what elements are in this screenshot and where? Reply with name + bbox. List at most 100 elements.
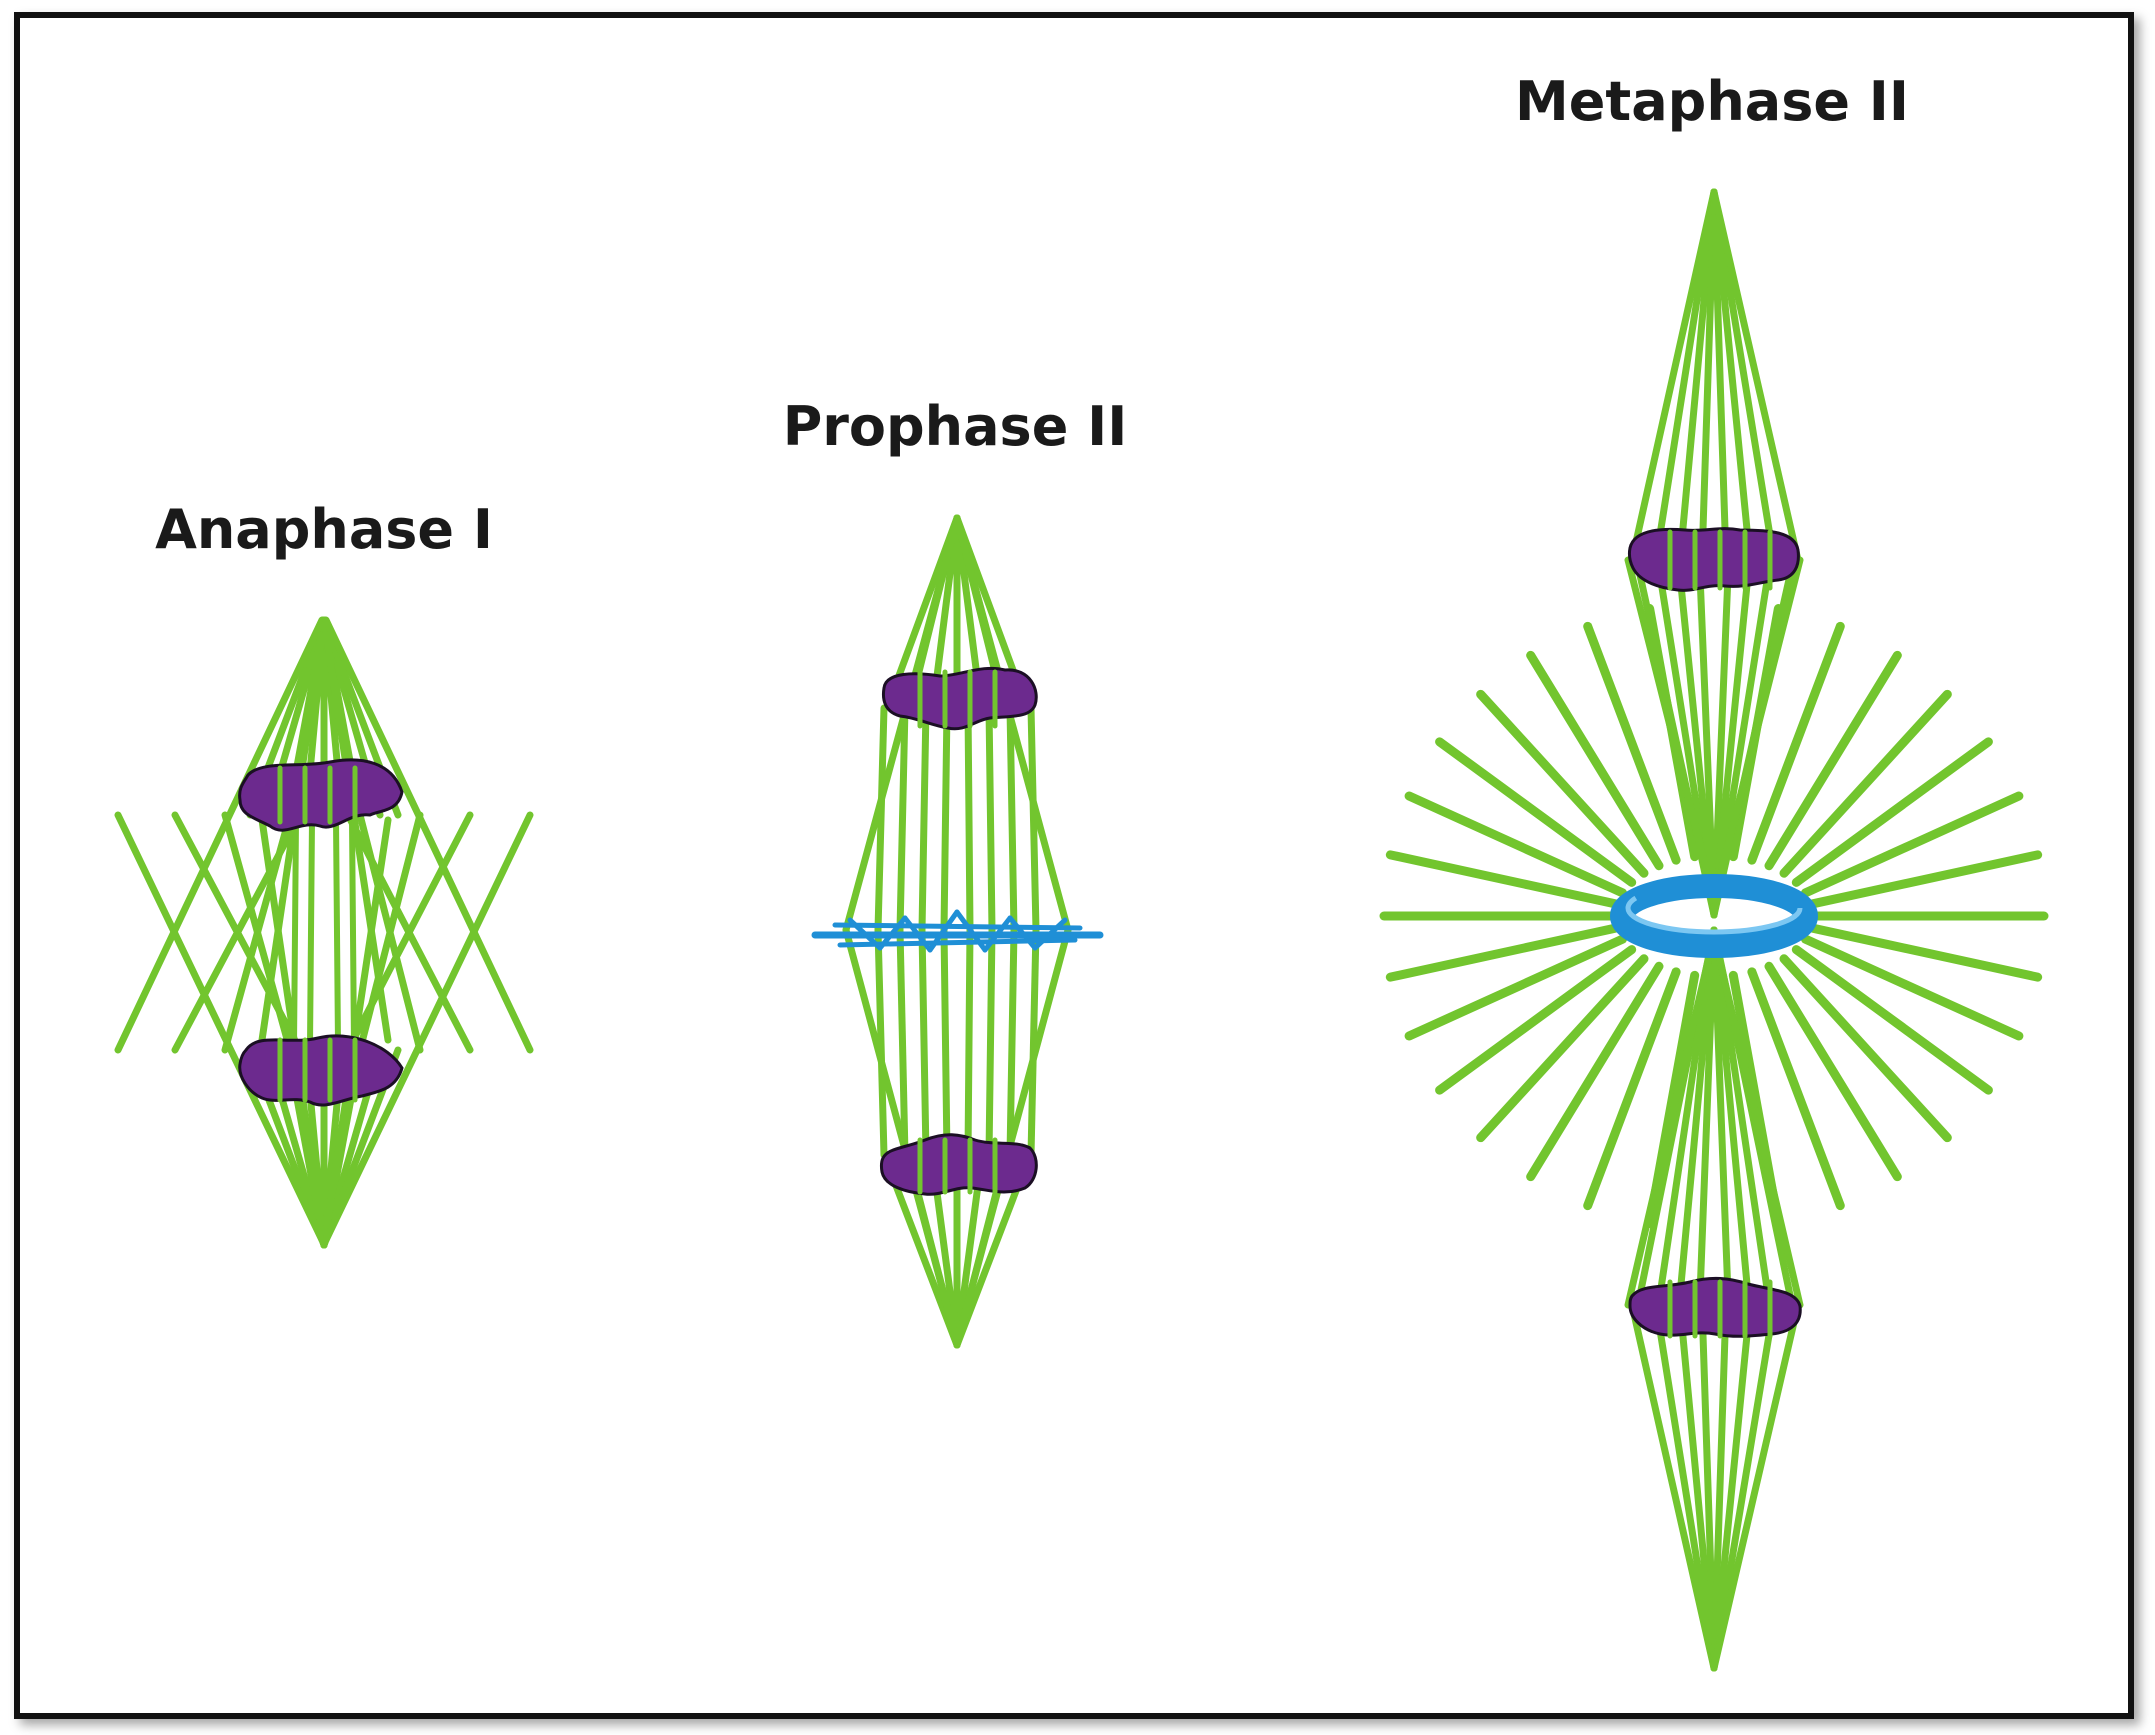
spindle-fiber — [918, 926, 930, 1159]
spindle-fiber — [1764, 650, 1902, 871]
spindle-fiber — [1385, 850, 1622, 909]
spindle-fiber — [964, 704, 974, 934]
spindle-fiber — [1747, 967, 1845, 1211]
envelope-fragment — [954, 909, 988, 953]
prophase-2-title: Prophase II — [783, 395, 1128, 458]
envelope-fragment — [902, 915, 933, 953]
spindle-fiber — [964, 926, 974, 1159]
spindle-fiber — [1027, 704, 1040, 934]
metaphase-2-spindle-fibers — [1379, 188, 2049, 1672]
envelope-fragment — [877, 915, 908, 951]
spindle-fiber — [114, 811, 326, 1244]
spindle-fiber — [1710, 188, 1754, 564]
spindle-fiber — [1779, 689, 1952, 878]
spindle-fiber — [1696, 926, 1718, 1299]
spindle-fiber — [1435, 945, 1637, 1095]
spindle-fiber — [1698, 188, 1718, 564]
spindle-fiber — [1006, 704, 1018, 934]
spindle-fiber — [1404, 791, 1628, 898]
spindle-fiber — [1696, 571, 1718, 919]
spindle-fiber — [1624, 556, 1718, 904]
spindle-fiber — [333, 817, 341, 1048]
spindle-fiber — [1710, 188, 1730, 564]
ring-highlight — [1625, 881, 1803, 935]
diagram-frame — [14, 12, 2134, 1719]
prophase-2-spindle-fibers — [842, 514, 1072, 1349]
metaphase-2-centriole-ring — [1610, 874, 1818, 958]
spindle-fiber — [322, 811, 534, 1244]
prophase-2-nuclear-envelope-fragments — [811, 909, 1104, 953]
spindle-fiber — [1806, 923, 2043, 982]
spindle-fiber — [291, 817, 299, 1048]
spindle-fiber — [1698, 1301, 1718, 1672]
anaphase-1-spindle-fibers — [114, 616, 534, 1249]
spindle-fiber — [1624, 931, 1718, 1309]
metaphase-2-title: Metaphase II — [1515, 70, 1909, 133]
anaphase-1-chromosome-top — [238, 758, 404, 832]
spindle-fiber — [1652, 1301, 1718, 1672]
anaphase-1-title: Anaphase I — [155, 498, 493, 561]
spindle-fiber — [930, 514, 961, 704]
spindle-fiber — [1806, 850, 2043, 909]
spindle-fiber — [1800, 791, 2024, 898]
spindle-fiber — [1710, 1301, 1778, 1672]
spindle-fiber — [1791, 737, 1993, 887]
spindle-fiber — [1404, 934, 1628, 1041]
spindle-fiber — [1583, 967, 1681, 1211]
metaphase-2-chromosome-top — [1627, 527, 1800, 592]
spindle-fiber — [1710, 1301, 1802, 1672]
stage-metaphase-2: Metaphase II — [1379, 70, 2049, 1672]
spindle-fiber — [985, 704, 996, 934]
spindle-fiber — [1628, 1301, 1718, 1672]
spindle-fiber — [886, 1166, 961, 1349]
spindle-fiber — [874, 926, 888, 1159]
spindle-fiber — [874, 704, 888, 934]
spindle-fiber — [985, 926, 996, 1159]
stage-prophase-2: Prophase II — [783, 395, 1128, 1349]
spindle-fiber — [1476, 689, 1649, 878]
spindle-fiber — [918, 704, 930, 934]
stage-anaphase-1: Anaphase I — [114, 498, 534, 1249]
spindle-fiber — [1710, 926, 1772, 1299]
spindle-fiber — [221, 811, 294, 1054]
spindle-fiber — [322, 616, 534, 1054]
spindle-fiber — [940, 704, 951, 934]
envelope-fragment — [1007, 915, 1038, 951]
spindle-fiber — [1385, 923, 1622, 982]
spindle-fiber — [953, 1166, 1028, 1349]
spindle-fiber — [1779, 954, 1952, 1143]
envelope-fragment — [927, 909, 960, 953]
envelope-fragment — [832, 922, 1083, 931]
spindle-fiber — [1710, 556, 1804, 904]
spindle-fiber — [1747, 621, 1845, 865]
spindle-fiber — [1435, 737, 1637, 887]
spindle-fiber — [940, 926, 951, 1159]
envelope-fragment — [982, 915, 1013, 953]
spindle-fiber — [1526, 650, 1664, 871]
spindle-fiber — [896, 704, 909, 934]
spindle-fiber — [1628, 188, 1718, 564]
ring-body — [1610, 874, 1818, 958]
spindle-fiber — [1710, 188, 1778, 564]
spindle-fiber — [356, 811, 424, 1054]
spindle-fiber — [1791, 945, 1993, 1095]
envelope-fragment — [847, 917, 883, 951]
spindle-fiber — [1710, 931, 1804, 1309]
spindle-fiber — [1764, 961, 1902, 1182]
spindle-fiber — [1006, 926, 1018, 1159]
spindle-fiber — [1652, 188, 1718, 564]
spindle-fiber — [1800, 934, 2024, 1041]
spindle-fiber — [1027, 926, 1040, 1159]
spindle-fiber — [1676, 188, 1718, 564]
envelope-fragment — [1032, 917, 1068, 951]
spindle-fiber — [896, 926, 909, 1159]
spindle-fiber — [349, 817, 357, 1048]
spindle-fiber — [1710, 1301, 1730, 1672]
spindle-fiber — [1710, 1301, 1754, 1672]
spindle-fiber — [1710, 188, 1802, 564]
metaphase-2-chromosome-bottom — [1628, 1276, 1802, 1338]
spindle-fiber — [114, 616, 326, 1054]
spindle-fiber — [307, 817, 315, 1048]
spindle-fiber — [1476, 954, 1649, 1143]
